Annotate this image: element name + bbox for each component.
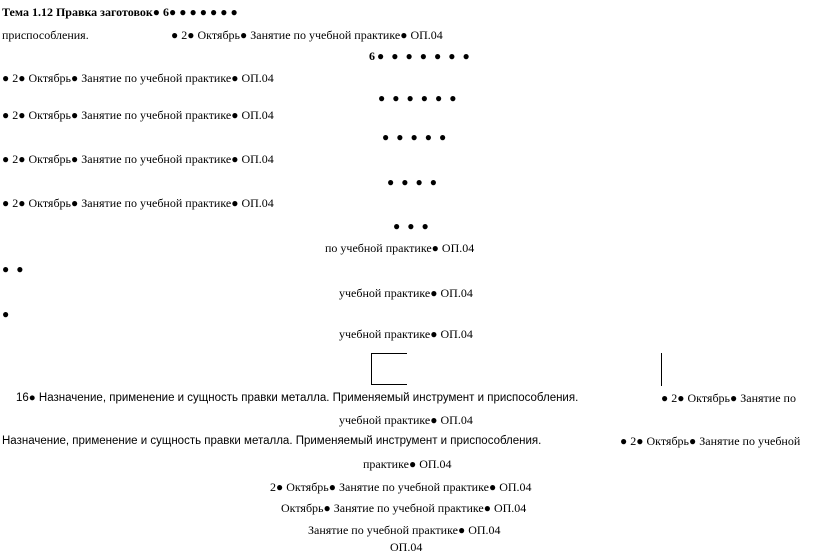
bullet-line: ● ● ●: [393, 219, 431, 233]
table-border: [661, 353, 662, 386]
bullet-line: ● ● ● ● ●: [382, 130, 449, 144]
text-line: Октябрь● Занятие по учебной практике● ОП…: [281, 501, 527, 515]
table-border: [371, 353, 372, 384]
text-line: Назначение, применение и сущность правки…: [2, 435, 542, 447]
text-line: ● 2● Октябрь● Занятие по учебной практик…: [2, 71, 274, 85]
topic-heading: Тема 1.12 Правка заготовок● 6● ● ● ● ● ●…: [2, 5, 238, 19]
text-line: ● 2● Октябрь● Занятие по учебной практик…: [171, 28, 443, 42]
bullet-line: ●: [2, 307, 12, 321]
text-line: ● 2● Октябрь● Занятие по учебной: [620, 434, 801, 448]
bullet-line: ● ● ● ●: [387, 175, 439, 189]
text-line: 2● Октябрь● Занятие по учебной практике●…: [270, 480, 532, 494]
text-line: ● 2● Октябрь● Занятие по: [661, 391, 796, 405]
table-border: [371, 384, 407, 385]
text-line: учебной практике● ОП.04: [339, 286, 473, 300]
bullet-line: ● ●: [2, 262, 26, 276]
text-line: учебной практике● ОП.04: [339, 327, 473, 341]
text-line: ● 2● Октябрь● Занятие по учебной практик…: [2, 196, 274, 210]
text-line: Занятие по учебной практике● ОП.04: [308, 523, 501, 537]
text-line: 6● ● ● ● ● ● ●: [369, 49, 472, 63]
text-line: 16● Назначение, применение и сущность пр…: [16, 392, 579, 404]
text-line: приспособления.: [2, 28, 89, 42]
text-line: ● 2● Октябрь● Занятие по учебной практик…: [2, 108, 274, 122]
bullet-line: ● ● ● ● ● ●: [378, 91, 459, 105]
table-border: [371, 353, 407, 354]
text-line: ● 2● Октябрь● Занятие по учебной практик…: [2, 152, 274, 166]
text-line: практике● ОП.04: [363, 457, 452, 471]
text-line: учебной практике● ОП.04: [339, 413, 473, 427]
text-line: ОП.04: [390, 540, 423, 554]
text-line: по учебной практике● ОП.04: [325, 241, 475, 255]
